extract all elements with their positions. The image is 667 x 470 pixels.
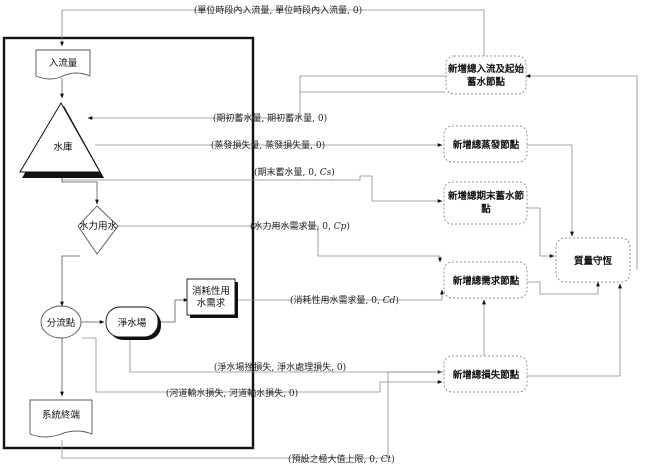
edge-label-max-upper: (預設之極大值上限, 0, Ct)	[288, 453, 395, 465]
consumptive-node-label-line2: 水需求	[197, 297, 226, 309]
inflow-node-label: 入流量	[49, 57, 78, 69]
edge-label-initial-storage: (期初蓄水量, 期初蓄水量, 0)	[213, 112, 327, 124]
edge-label-hydro-demand: (水力用水需求量, 0, Cp)	[250, 220, 350, 232]
hydropower-node-label: 水力用水	[79, 220, 118, 232]
system-boundary-frame	[2, 36, 255, 450]
new-evaporation-node	[443, 125, 528, 163]
diversion-node-shape	[40, 305, 82, 339]
edge-label-treatment-loss: (淨水場挫損失, 淨水處理損失, 0)	[214, 361, 346, 373]
edge-label-end-storage: (期末蓄水量, 0, Cs)	[254, 166, 335, 178]
edge-demand-to-balance	[527, 281, 600, 295]
edge-treatment-consumptive	[156, 298, 189, 323]
consumptive-node-label-line1: 消耗性用	[192, 285, 230, 297]
edge-label-hydro-demand-var: Cp	[334, 222, 347, 232]
new-end-storage-label-line1: 新增總期末蓄水節	[448, 190, 525, 202]
inflow-node-shape	[35, 49, 91, 80]
edge-label-max-upper-var: Ct	[381, 455, 392, 465]
edge-unit-inflow	[60, 9, 485, 68]
edge-label-unit-inflow: (單位時段內入流量, 單位時段內入流量, 0)	[194, 4, 362, 16]
edge-max-upper	[61, 300, 484, 459]
new-inflow-storage-label-line1: 新增總入流及起始	[448, 63, 525, 75]
new-demand-node	[443, 261, 528, 299]
system-end-node-label: 系統終端	[42, 409, 81, 421]
edge-label-hydro-demand-close: )	[346, 221, 350, 232]
new-loss-node	[443, 355, 528, 393]
edge-label-max-upper-close: )	[391, 454, 395, 465]
edge-label-end-storage-close: )	[331, 167, 335, 178]
edge-label-max-upper-text: (預設之極大值上限, 0,	[288, 453, 381, 465]
new-inflow-storage-node	[445, 55, 527, 95]
edge-hydropower-diversion	[60, 255, 80, 307]
edge-label-consumptive-demand: (消耗性用水需求量, 0, Cd)	[290, 294, 399, 306]
edge-inflow-to-balance	[525, 74, 638, 270]
hydropower-node-shape	[77, 205, 119, 255]
edge-label-consumptive-demand-close: )	[395, 295, 399, 306]
treatment-node-shape	[105, 306, 159, 338]
diversion-node-label: 分流點	[47, 317, 76, 329]
edge-consumptive-demand	[236, 289, 444, 301]
system-end-node-shape	[29, 399, 93, 438]
edge-label-river-loss: (河道輸水損失, 河道輸水損失, 0)	[166, 387, 298, 399]
mass-balance-label: 質量守恆	[574, 255, 613, 267]
mass-balance-node	[555, 237, 631, 283]
new-demand-label: 新增總需求節點	[453, 275, 520, 287]
edge-evap-to-balance	[527, 144, 574, 237]
edge-end-storage-to-balance	[527, 207, 555, 258]
edge-label-hydro-demand-text: (水力用水需求量, 0,	[250, 220, 334, 232]
consumptive-node-shape	[186, 278, 236, 316]
edge-inflow-storage-down	[299, 75, 446, 92]
edge-initial-storage	[87, 91, 445, 120]
edge-label-end-storage-var: Cs	[320, 168, 332, 178]
reservoir-node-shape	[19, 102, 101, 173]
edge-treatment-loss	[129, 340, 443, 374]
new-evaporation-label: 新增總蒸發節點	[453, 139, 520, 151]
edge-label-consumptive-demand-text: (消耗性用水需求量, 0,	[290, 294, 383, 306]
new-loss-label: 新增總損失節點	[453, 369, 520, 381]
edge-label-consumptive-demand-var: Cd	[383, 296, 396, 306]
new-end-storage-label-line2: 點	[480, 203, 491, 215]
edge-river-loss	[82, 337, 443, 393]
edge-label-evaporation: (蒸發損失量, 蒸發損失量, 0)	[211, 139, 325, 151]
new-inflow-storage-label-line2: 蓄水節點	[467, 76, 506, 88]
edge-hydro-demand	[118, 225, 442, 263]
reservoir-node-label: 水庫	[53, 141, 73, 153]
edge-label-end-storage-text: (期末蓄水量, 0,	[254, 166, 320, 178]
edge-loss-to-balance	[527, 283, 622, 377]
treatment-node-label: 淨水場	[118, 317, 147, 329]
new-end-storage-node	[443, 181, 528, 225]
